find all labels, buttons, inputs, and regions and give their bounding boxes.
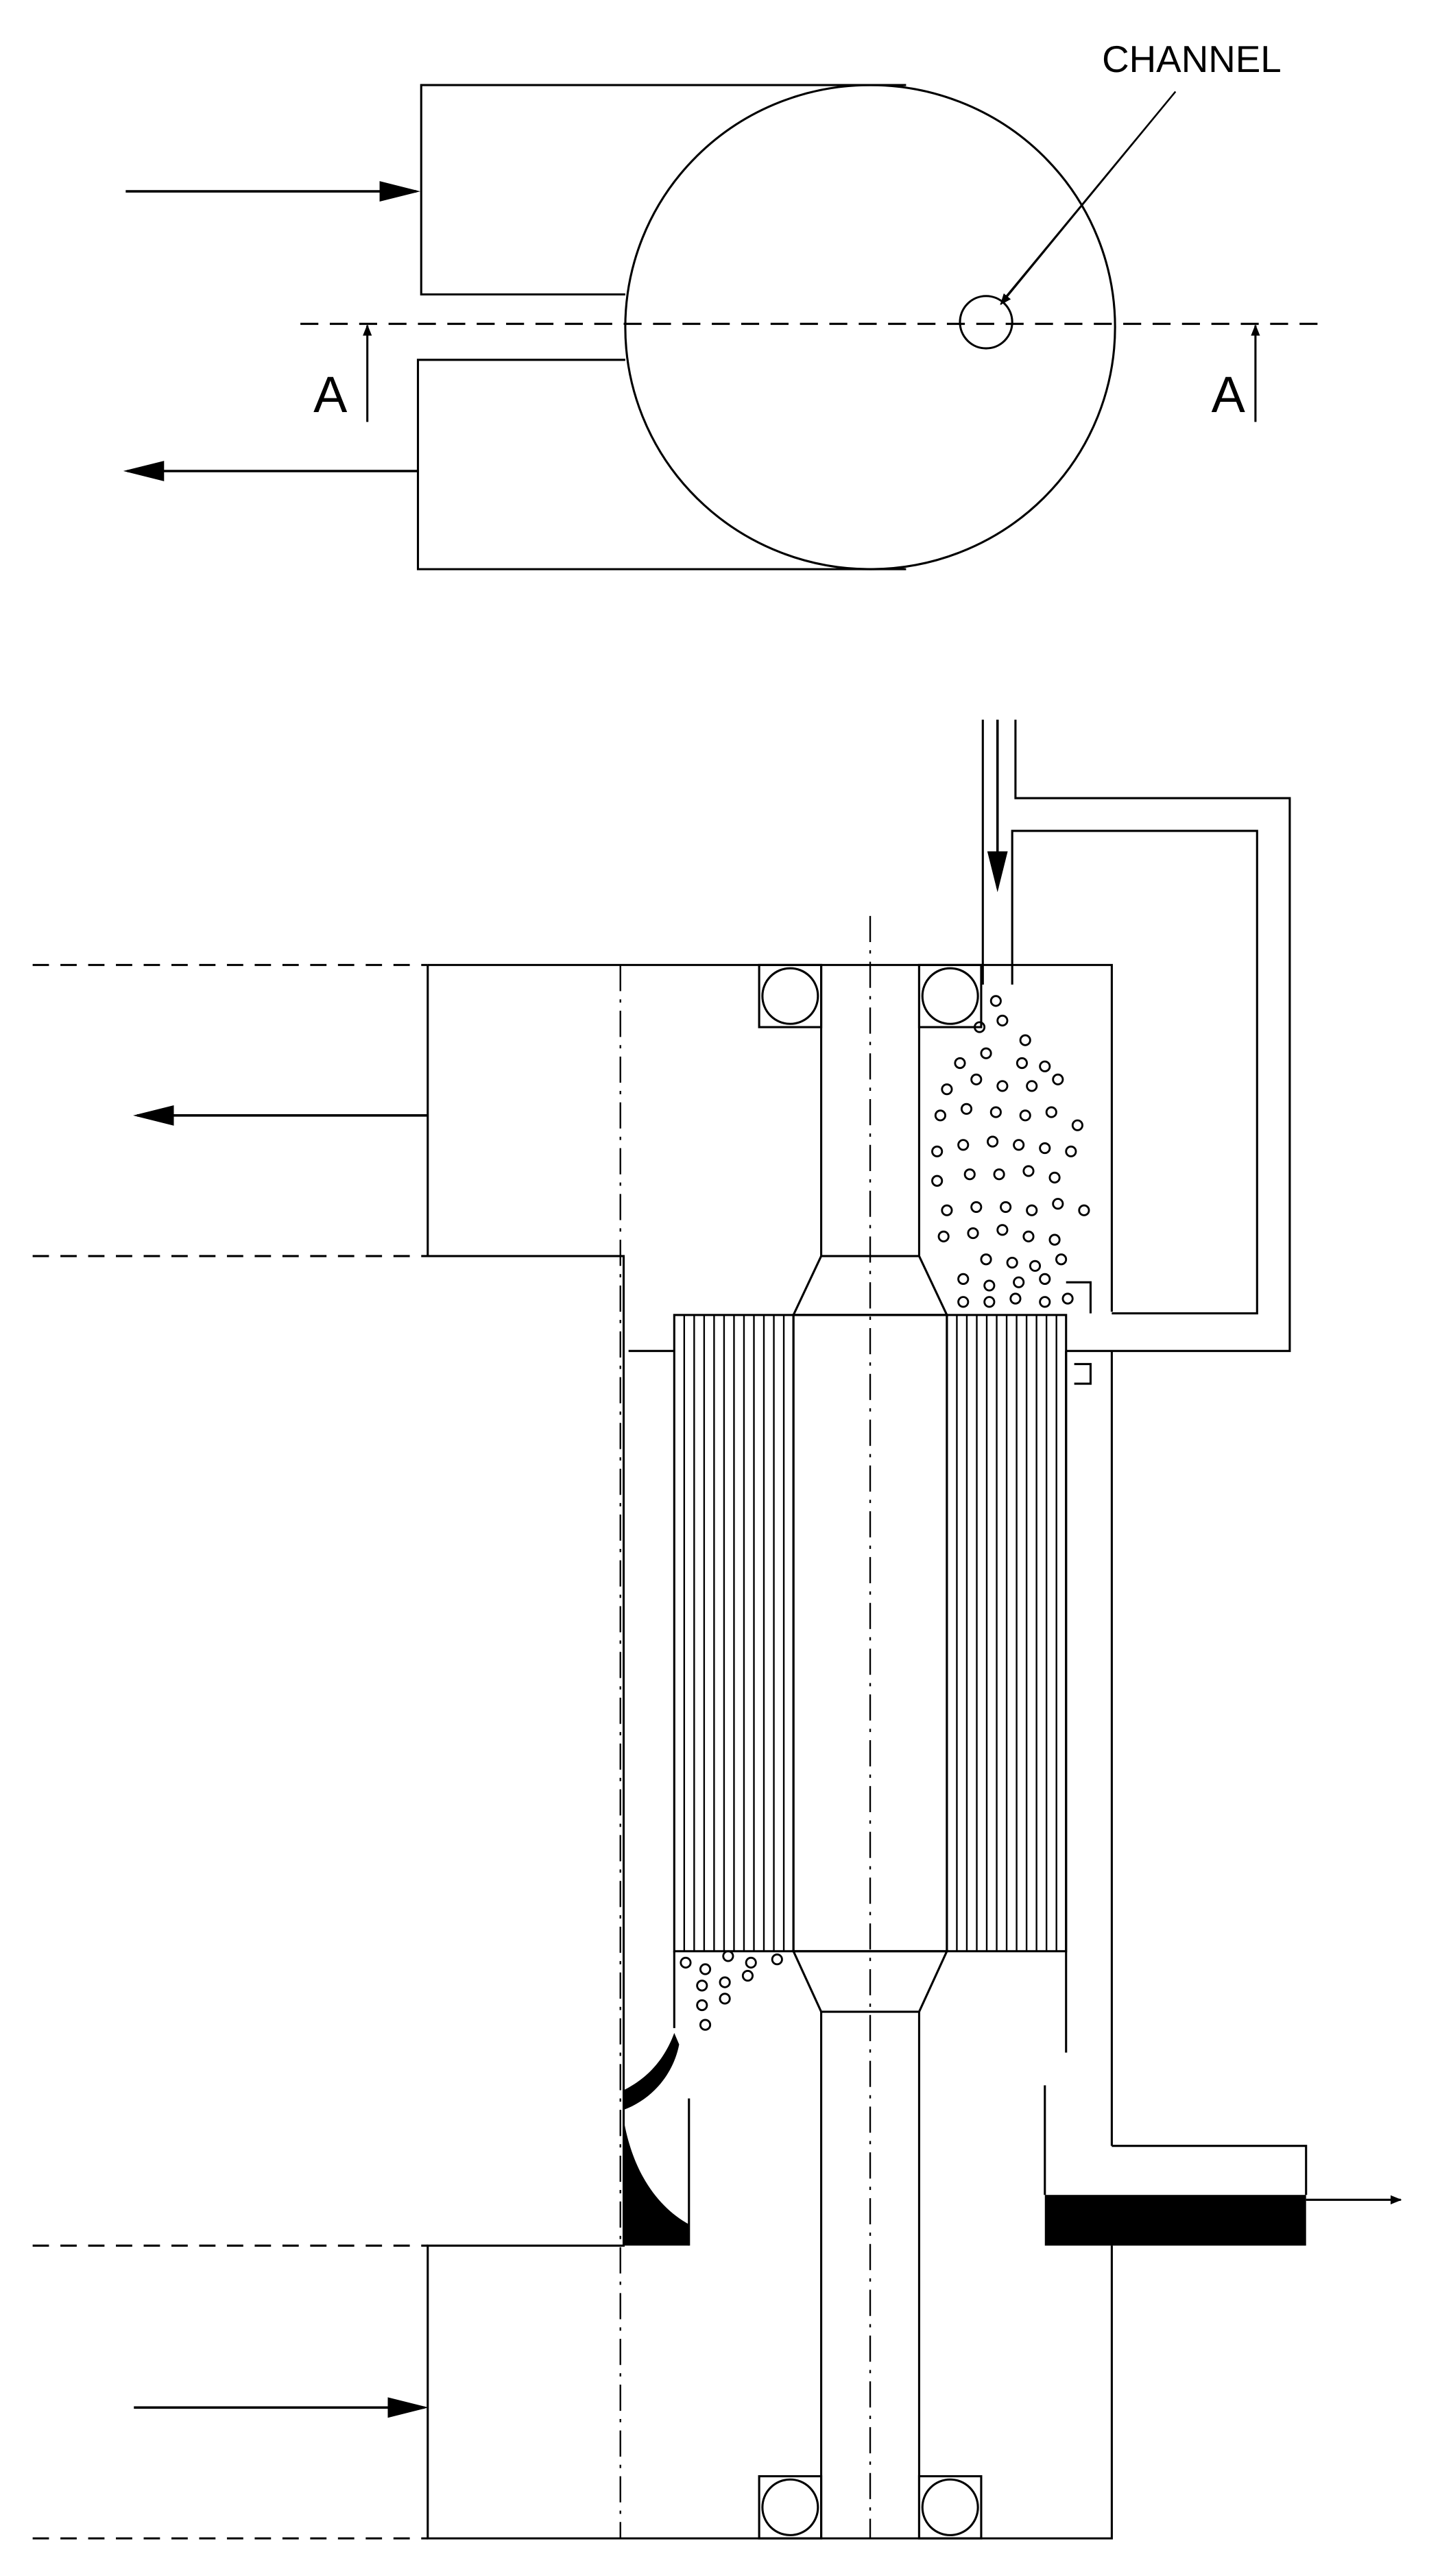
particle [771, 1953, 783, 1966]
particle [1039, 1142, 1051, 1155]
sediment-left-lower [623, 2119, 689, 2246]
particle [1055, 1253, 1068, 1266]
particle-cloud-top [931, 995, 1090, 1308]
extension-lines [32, 963, 428, 2540]
particle [934, 1109, 946, 1122]
bearing-top-left [758, 963, 823, 1028]
particle [941, 1204, 953, 1216]
particle [973, 1021, 986, 1033]
top-view [300, 84, 1323, 570]
particle [941, 1083, 953, 1096]
particle [1013, 1276, 1025, 1288]
feed-channel-outer [1014, 719, 1291, 1352]
feed-tab [1074, 1362, 1092, 1385]
particle [1019, 1034, 1031, 1046]
particle [1006, 1256, 1018, 1269]
particle [1071, 1119, 1083, 1131]
particle [1061, 1292, 1074, 1305]
particle [699, 1963, 712, 1975]
particle [931, 1145, 944, 1157]
particle [719, 1993, 731, 2005]
particle [957, 1296, 970, 1308]
particle [1000, 1201, 1012, 1214]
section-label-left: A [313, 366, 348, 423]
particle [745, 1956, 757, 1969]
particle [1045, 1106, 1057, 1118]
particle [931, 1175, 944, 1187]
particle [957, 1139, 970, 1151]
particle [1065, 1145, 1077, 1157]
particle [1013, 1139, 1025, 1151]
particle [996, 1014, 1009, 1027]
particle [970, 1073, 983, 1085]
particle [980, 1047, 992, 1059]
feed-channel-inner [981, 719, 1258, 1315]
particle [937, 1230, 950, 1242]
particle [1022, 1230, 1035, 1242]
particle [989, 995, 1002, 1007]
housing-outline-top [427, 965, 1113, 2540]
filter-fins-right [956, 1314, 1057, 1951]
particle [1009, 1292, 1022, 1305]
inlet-pipe-top [420, 84, 906, 296]
bearing-bottom-right [917, 2475, 983, 2540]
particle [970, 1201, 983, 1214]
particle [1048, 1233, 1061, 1246]
particle [741, 1969, 754, 1982]
particle [954, 1057, 966, 1070]
particle [987, 1135, 999, 1148]
particle [696, 1999, 708, 2012]
section-view [32, 719, 1308, 2540]
particle [699, 2019, 712, 2031]
feed-nozzle [1066, 1281, 1092, 1314]
particle [680, 1956, 692, 1969]
particle [983, 1279, 996, 1292]
particle-cloud-bottom [680, 1950, 783, 2031]
particle [980, 1253, 992, 1266]
particle [1022, 1165, 1035, 1177]
particle [960, 1103, 973, 1115]
particle [983, 1296, 996, 1308]
particle [996, 1224, 1009, 1236]
channel-label: CHANNEL [1102, 38, 1282, 80]
particle [1026, 1080, 1038, 1092]
particle [1052, 1198, 1064, 1210]
channel-circle [959, 295, 1013, 350]
outlet-duct [1112, 2145, 1308, 2195]
particle [722, 1950, 734, 1962]
particle [996, 1080, 1009, 1092]
particle [989, 1106, 1002, 1118]
particle [967, 1227, 979, 1240]
particle [993, 1168, 1005, 1181]
particle [1078, 1204, 1090, 1216]
particle [1016, 1057, 1029, 1070]
bearing-bottom-left [758, 2475, 823, 2540]
particle [1039, 1296, 1051, 1308]
particle [963, 1168, 976, 1181]
channel-leader-arrow [1000, 91, 1177, 305]
outlet-sediment [1044, 2195, 1306, 2246]
outlet-pipe-bottom [416, 359, 906, 570]
particle [1026, 1204, 1038, 1216]
bearing-top-right [917, 963, 983, 1028]
section-label-right: A [1212, 366, 1246, 423]
particle [1039, 1273, 1051, 1285]
particle [719, 1976, 731, 1988]
housing-top-edge [427, 963, 1113, 1312]
particle [1029, 1260, 1042, 1272]
particle [957, 1273, 970, 1285]
particle [696, 1979, 708, 1992]
sediment-left-upper [623, 2033, 680, 2110]
filter-fins-left [683, 1314, 785, 1951]
particle [1052, 1073, 1064, 1085]
particle [1039, 1060, 1051, 1072]
particle [1019, 1109, 1031, 1122]
housing-circle [624, 84, 1116, 570]
particle [1048, 1171, 1061, 1184]
